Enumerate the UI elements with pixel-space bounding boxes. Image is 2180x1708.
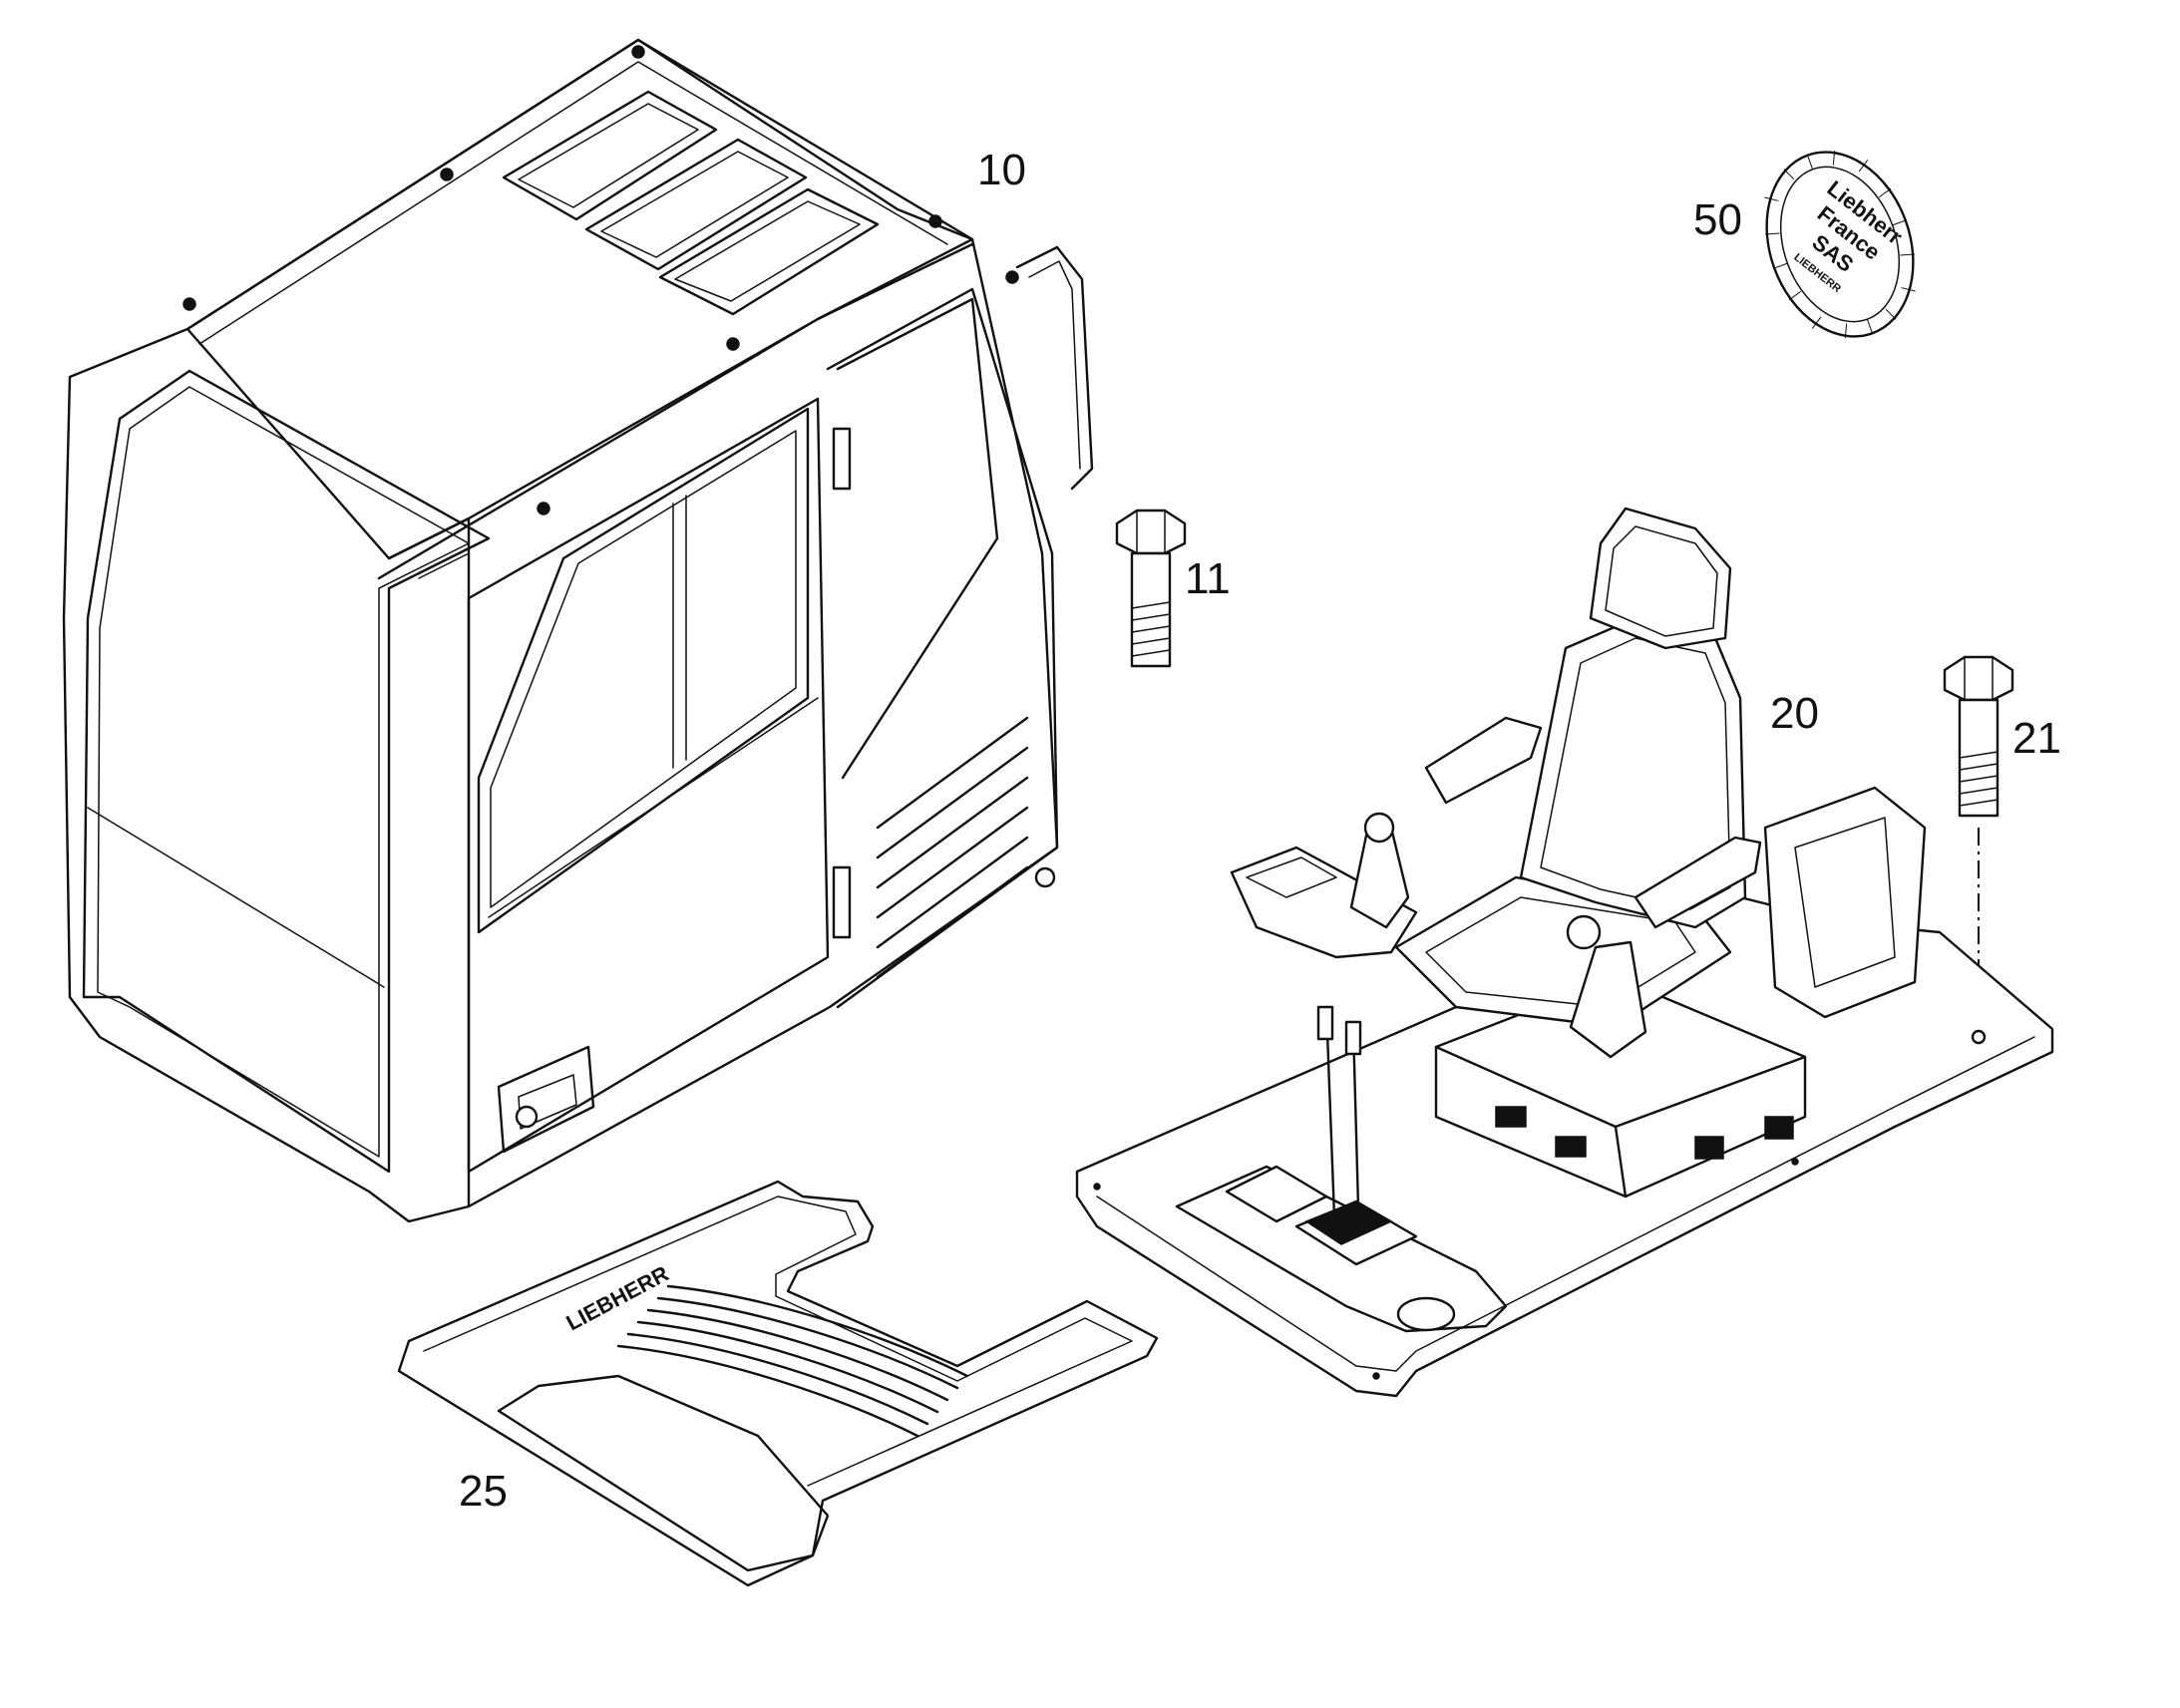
side-vent-grille bbox=[876, 716, 1029, 979]
callout-11: 11 bbox=[1185, 554, 1231, 603]
seat-assembly-with-floor-plate bbox=[1075, 507, 2054, 1398]
floor-mat: LIEBHERR bbox=[397, 1180, 1159, 1587]
callout-20: 20 bbox=[1770, 689, 1819, 738]
operator-cab bbox=[62, 38, 1094, 1223]
callout-50: 50 bbox=[1693, 195, 1742, 244]
roof-hatch-panels bbox=[502, 90, 880, 316]
liebherr-label-disc: Liebherr France SAS LIEBHERR bbox=[1764, 151, 1916, 338]
callout-25: 25 bbox=[459, 1467, 508, 1516]
callout-10: 10 bbox=[977, 146, 1026, 194]
bolt-large bbox=[1943, 655, 2014, 1037]
floor-mat-ribs bbox=[616, 1284, 969, 1438]
callout-21: 21 bbox=[2012, 714, 2061, 763]
cab-door bbox=[467, 397, 830, 1174]
bolt-small bbox=[1115, 509, 1187, 668]
